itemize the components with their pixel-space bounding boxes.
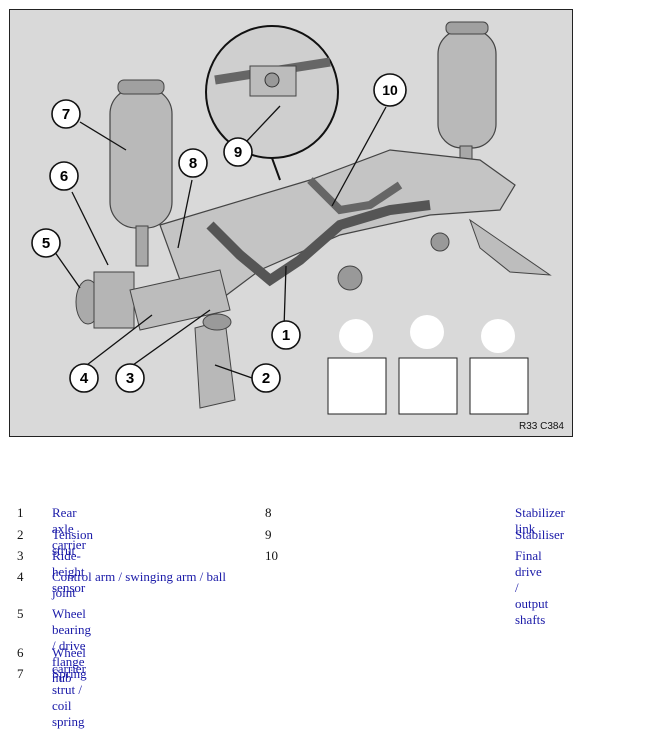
legend-text: Spring strut / coil spring [52,666,87,729]
callout-8: 8 [178,148,208,178]
leader-lines [51,105,387,379]
callout-1: 1 [271,320,301,350]
svg-text:9: 9 [234,144,242,161]
legend-text: Final drive / output shafts [515,548,549,627]
callout-2: 2 [251,363,281,393]
legend-num: 1 [17,505,24,520]
svg-text:8: 8 [189,155,197,172]
legend-num: 8 [265,505,272,520]
svg-text:7: 7 [62,106,70,123]
callout-9: 9 [223,137,253,167]
svg-text:6: 6 [60,168,68,185]
svg-text:2: 2 [262,370,270,387]
legend-text: Wheel carrier [52,645,86,676]
svg-text:5: 5 [42,235,50,252]
right-spring-strut [437,21,497,177]
legend-text: Stabiliser [515,527,565,542]
legend-num: 3 [17,548,24,563]
svg-text:1: 1 [282,327,290,344]
legend-num: 10 [265,548,278,563]
svg-text:3: 3 [126,370,134,387]
callout-7: 7 [51,99,81,129]
callout-6: 6 [49,161,79,191]
svg-text:10: 10 [382,82,398,98]
legend-text: Control arm / swinging arm / ball joint [52,569,227,600]
stabiliser-detail-inset [205,25,339,181]
legend-num: 2 [17,527,24,542]
legend-text: Ride-height sensor [52,548,86,595]
legend-text: Rear axle carrier [52,505,86,552]
wheel-hub-assembly [75,269,236,409]
callout-3: 3 [115,363,145,393]
axle-illustration: 7 6 5 4 3 2 1 8 9 10 R33 C384 [9,9,573,437]
placeholder-boxes [327,315,529,415]
callout-4: 4 [69,363,99,393]
legend-num: 5 [17,606,24,621]
svg-text:4: 4 [80,370,89,387]
legend-num: 7 [17,666,24,681]
legend-text: Wheel bearing / drive flange hub [52,606,91,685]
callout-5: 5 [31,228,61,258]
legend-num: 4 [17,569,24,584]
legend-num: 6 [17,645,24,660]
figure-code: R33 C384 [516,421,566,432]
left-spring-strut [109,79,173,267]
callout-10: 10 [373,73,407,107]
axle-drawing: 7 6 5 4 3 2 1 8 9 10 [31,21,552,415]
legend-text: Stabilizer link [515,505,565,536]
legend-text: Tension strut [52,527,93,558]
legend-num: 9 [265,527,272,542]
axle-carrier-frame [159,149,552,301]
